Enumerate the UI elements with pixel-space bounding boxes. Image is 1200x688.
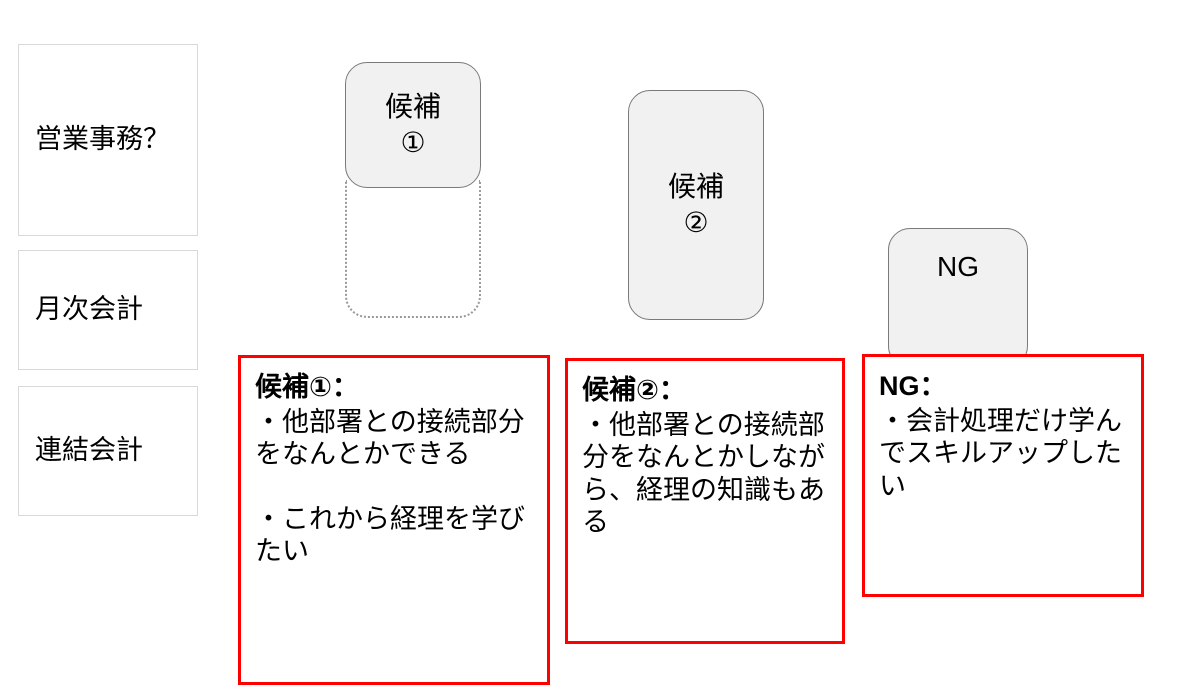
annotation-box-ng[interactable]: NG： ・会計処理だけ学んでスキルアップしたい: [862, 354, 1144, 597]
side-box-label: 営業事務？: [35, 124, 170, 155]
side-box-label: 連結会計: [35, 435, 143, 466]
side-box-renketsu-kaikei[interactable]: 連結会計: [18, 386, 198, 516]
side-box-label: 月次会計: [35, 294, 143, 325]
side-box-eigyo-jimu[interactable]: 営業事務？: [18, 44, 198, 236]
side-box-getsuji-kaikei[interactable]: 月次会計: [18, 250, 198, 370]
candidate-1-card[interactable]: 候補 ①: [345, 62, 481, 188]
annotation-box-candidate-1[interactable]: 候補①： ・他部署との接続部分をなんとかできる ・これから経理を学びたい: [238, 355, 550, 685]
candidate-2-card-label: 候補 ②: [667, 171, 724, 238]
annotation-title: NG：: [879, 371, 947, 401]
ng-card-label: NG: [937, 251, 979, 282]
annotation-box-candidate-2[interactable]: 候補②： ・他部署との接続部分をなんとかしながら、経理の知識もある: [565, 358, 845, 644]
annotation-body: ・他部署との接続部分をなんとかできる ・これから経理を学びたい: [255, 406, 525, 567]
annotation-body: ・会計処理だけ学んでスキルアップしたい: [879, 405, 1122, 501]
ng-card[interactable]: NG: [888, 228, 1028, 368]
candidate-2-card[interactable]: 候補 ②: [628, 90, 764, 320]
candidate-1-dotted-extension: [345, 180, 481, 318]
annotation-body: ・他部署との接続部分をなんとかしながら、経理の知識もある: [582, 409, 825, 538]
annotation-title: 候補①：: [255, 372, 359, 402]
candidate-1-card-label: 候補 ①: [384, 91, 441, 158]
annotation-title: 候補②：: [582, 375, 686, 405]
